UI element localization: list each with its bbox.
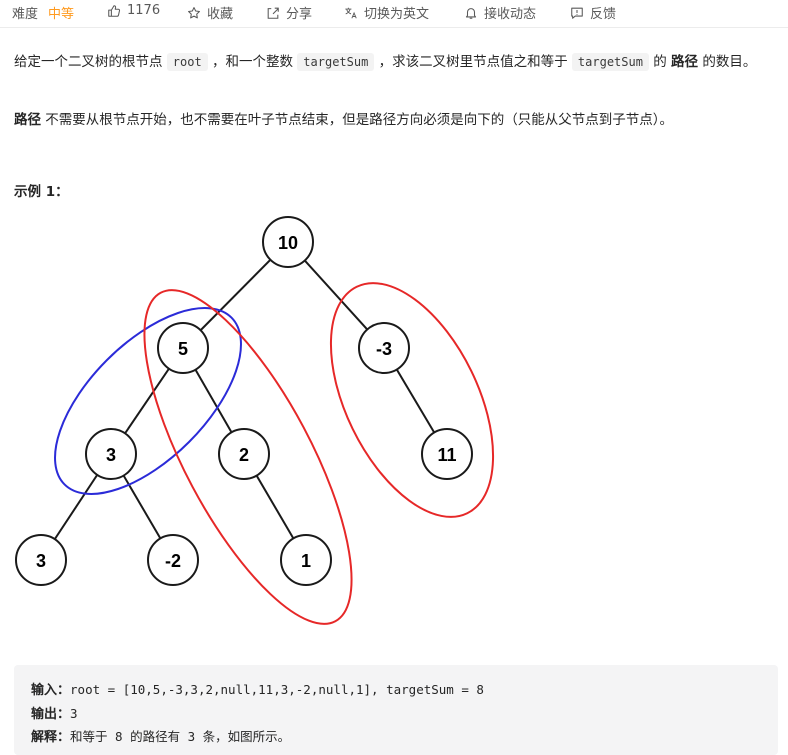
- share-button[interactable]: 分享: [266, 3, 312, 22]
- input-label: 输入：: [31, 683, 71, 698]
- tree-nodes: 10 5 -3 3 2 11 3 -2: [15, 216, 473, 586]
- node-label: 3: [106, 445, 116, 465]
- desc-text: 的: [653, 54, 667, 70]
- toolbar-divider: [0, 27, 788, 28]
- star-icon: [187, 6, 201, 20]
- difficulty: 难度 中等: [12, 3, 74, 22]
- description-paragraph-2: 路径 不需要从根节点开始，也不需要在叶子节点结束，但是路径方向必须是向下的（只能…: [14, 109, 778, 132]
- tree-node-11: 11: [421, 428, 473, 480]
- binary-tree-diagram: 10 5 -3 3 2 11 3 -2: [15, 216, 495, 625]
- translate-icon: [344, 6, 358, 20]
- desc-text: ，求该二叉树里节点值之和等于: [378, 54, 568, 70]
- share-icon: [266, 6, 280, 20]
- tree-node-leaf-3: 3: [15, 534, 67, 586]
- node-label: 2: [239, 445, 249, 465]
- favorite-label: 收藏: [207, 7, 234, 22]
- node-label: 5: [178, 339, 188, 359]
- tree-node-neg2: -2: [147, 534, 199, 586]
- tree-node-3: 3: [85, 428, 137, 480]
- example-output-line: 输出：3: [31, 703, 78, 722]
- tree-node-1: 1: [280, 534, 332, 586]
- difficulty-value: 中等: [48, 7, 75, 22]
- feedback-label: 反馈: [590, 7, 617, 22]
- example-explain-line: 解释：和等于 8 的路径有 3 条，如图所示。: [31, 726, 290, 745]
- notify-label: 接收动态: [484, 7, 537, 22]
- inline-code-targetsum: targetSum: [571, 53, 649, 71]
- difficulty-label: 难度: [12, 7, 39, 22]
- path-highlight-red-left: [143, 289, 353, 625]
- desc-text: 给定一个二叉树的根节点: [14, 54, 163, 70]
- path-highlight-red-right: [329, 282, 495, 518]
- tree-node-neg3: -3: [358, 322, 410, 374]
- node-label: -3: [376, 339, 392, 359]
- desc-text: 目。: [729, 54, 757, 70]
- example-title: 示例 1：: [14, 184, 69, 200]
- like-count: 1176: [127, 3, 161, 18]
- example-codeblock: 输入：root = [10,5,-3,3,2,null,11,3,-2,null…: [14, 665, 778, 755]
- desc-strong-path: 路径: [14, 112, 41, 128]
- problem-toolbar: 难度 中等 1176 收藏 分享 切换为英文 接收动态 反馈: [0, 0, 788, 22]
- node-label: 11: [437, 445, 456, 465]
- desc-text: 不需要从根节点开始，也不需要在叶子节点结束，但是路径方向必须是向下的（只能从父节…: [45, 112, 674, 128]
- tree-node-10: 10: [262, 216, 314, 268]
- translate-label: 切换为英文: [364, 7, 430, 22]
- path-highlights: [54, 282, 495, 625]
- node-label: -2: [165, 551, 181, 571]
- output-value: 3: [70, 706, 78, 721]
- share-label: 分享: [286, 7, 313, 22]
- feedback-button[interactable]: 反馈: [570, 3, 616, 22]
- explain-label: 解释：: [31, 730, 71, 745]
- desc-text: 的数: [702, 54, 730, 70]
- node-label: 10: [278, 233, 298, 253]
- tree-node-5: 5: [157, 322, 209, 374]
- description-paragraph-1: 给定一个二叉树的根节点 root ，和一个整数 targetSum ，求该二叉树…: [14, 51, 778, 74]
- bell-icon: [464, 6, 478, 20]
- feedback-icon: [570, 6, 584, 20]
- desc-strong-path: 路径: [671, 54, 699, 70]
- path-highlight-blue: [54, 307, 242, 495]
- output-label: 输出：: [31, 707, 71, 722]
- example-input-line: 输入：root = [10,5,-3,3,2,null,11,3,-2,null…: [31, 679, 484, 698]
- explain-value: 和等于 8 的路径有 3 条，如图所示。: [70, 729, 291, 744]
- notify-button[interactable]: 接收动态: [464, 3, 536, 22]
- inline-code-root: root: [166, 53, 208, 71]
- favorite-button[interactable]: 收藏: [187, 3, 233, 22]
- tree-edges: [40, 241, 448, 561]
- desc-text: ，和一个整数: [212, 54, 293, 70]
- node-label: 1: [301, 551, 311, 571]
- inline-code-targetsum: targetSum: [297, 53, 375, 71]
- translate-button[interactable]: 切换为英文: [344, 3, 429, 22]
- tree-node-2: 2: [218, 428, 270, 480]
- like-button[interactable]: 1176: [107, 3, 160, 18]
- thumbs-up-icon: [107, 4, 121, 18]
- input-value: root = [10,5,-3,3,2,null,11,3,-2,null,1]…: [70, 682, 484, 697]
- node-label: 3: [36, 551, 46, 571]
